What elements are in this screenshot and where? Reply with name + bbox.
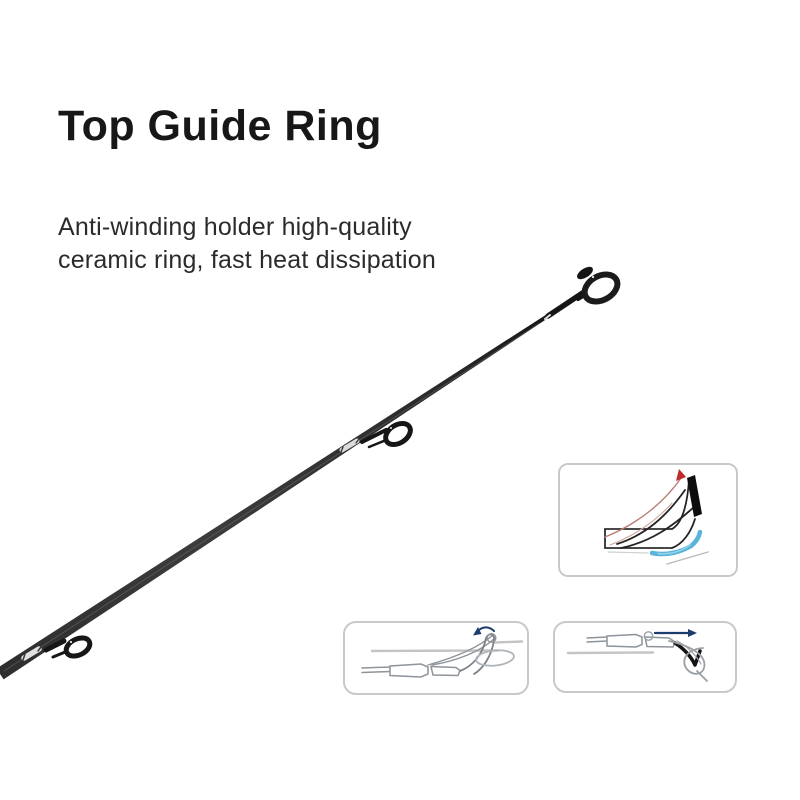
inset-line-tangle-diagram <box>343 621 529 695</box>
line-tangle-diagram-svg <box>361 626 524 678</box>
ceramic-ring-bar <box>687 475 702 517</box>
rod-tip-section <box>644 636 676 648</box>
rod-butt-line-1 <box>361 666 391 669</box>
rod-grip <box>389 663 429 678</box>
fishing-line-right <box>493 640 524 644</box>
red-line <box>604 477 682 538</box>
tube-outline <box>604 528 673 549</box>
red-arrowhead-icon <box>676 469 686 481</box>
right-arrowhead-icon <box>688 629 697 637</box>
page-title: Top Guide Ring <box>58 102 382 150</box>
heat-dissipation-cyan-swoosh <box>649 529 703 557</box>
cyan-highlight <box>657 544 691 555</box>
rod-butt-line-2 <box>361 670 391 674</box>
tube-shadow-line <box>607 551 649 554</box>
joint-wrap-ring <box>643 631 654 641</box>
subtitle-line-1: Anti-winding holder high-quality <box>58 213 412 241</box>
top-guide-ring <box>544 266 621 320</box>
sliding-loop-line <box>668 640 706 675</box>
butt-guide-ring <box>21 635 93 661</box>
inset-line-release-diagram <box>553 621 737 693</box>
line-curve-1 <box>427 634 494 666</box>
line-path-black-2 <box>620 506 695 549</box>
rod-tip-section <box>430 665 461 677</box>
guide-apex-ring <box>486 632 497 644</box>
loop-tail <box>696 670 708 682</box>
page-subtitle: Anti-winding holder high-quality ceramic… <box>58 211 436 277</box>
guide-hairpin <box>459 633 495 675</box>
line-flow-diagram-svg <box>604 469 709 565</box>
rod-grip <box>606 633 643 648</box>
line-path-black-1 <box>616 489 686 545</box>
mid-guide-ring <box>339 420 413 453</box>
rod-butt-line-2 <box>586 640 608 643</box>
rod-butt-line-1 <box>586 636 608 639</box>
guide-frame-lower <box>671 518 696 549</box>
red-line-faint <box>609 502 673 546</box>
inset-line-flow-diagram <box>558 463 738 577</box>
fishing-line-long <box>566 651 655 655</box>
fishing-line-long <box>370 649 500 653</box>
subtitle-line-2: ceramic ring, fast heat dissipation <box>58 246 437 274</box>
gray-diagonal-line <box>666 551 709 565</box>
winding-loop-ellipse <box>475 649 515 667</box>
guide-frame-upper <box>671 479 690 530</box>
line-release-diagram-svg <box>566 629 708 682</box>
curved-arrowhead-icon <box>473 627 482 636</box>
rod-blank <box>0 285 593 680</box>
